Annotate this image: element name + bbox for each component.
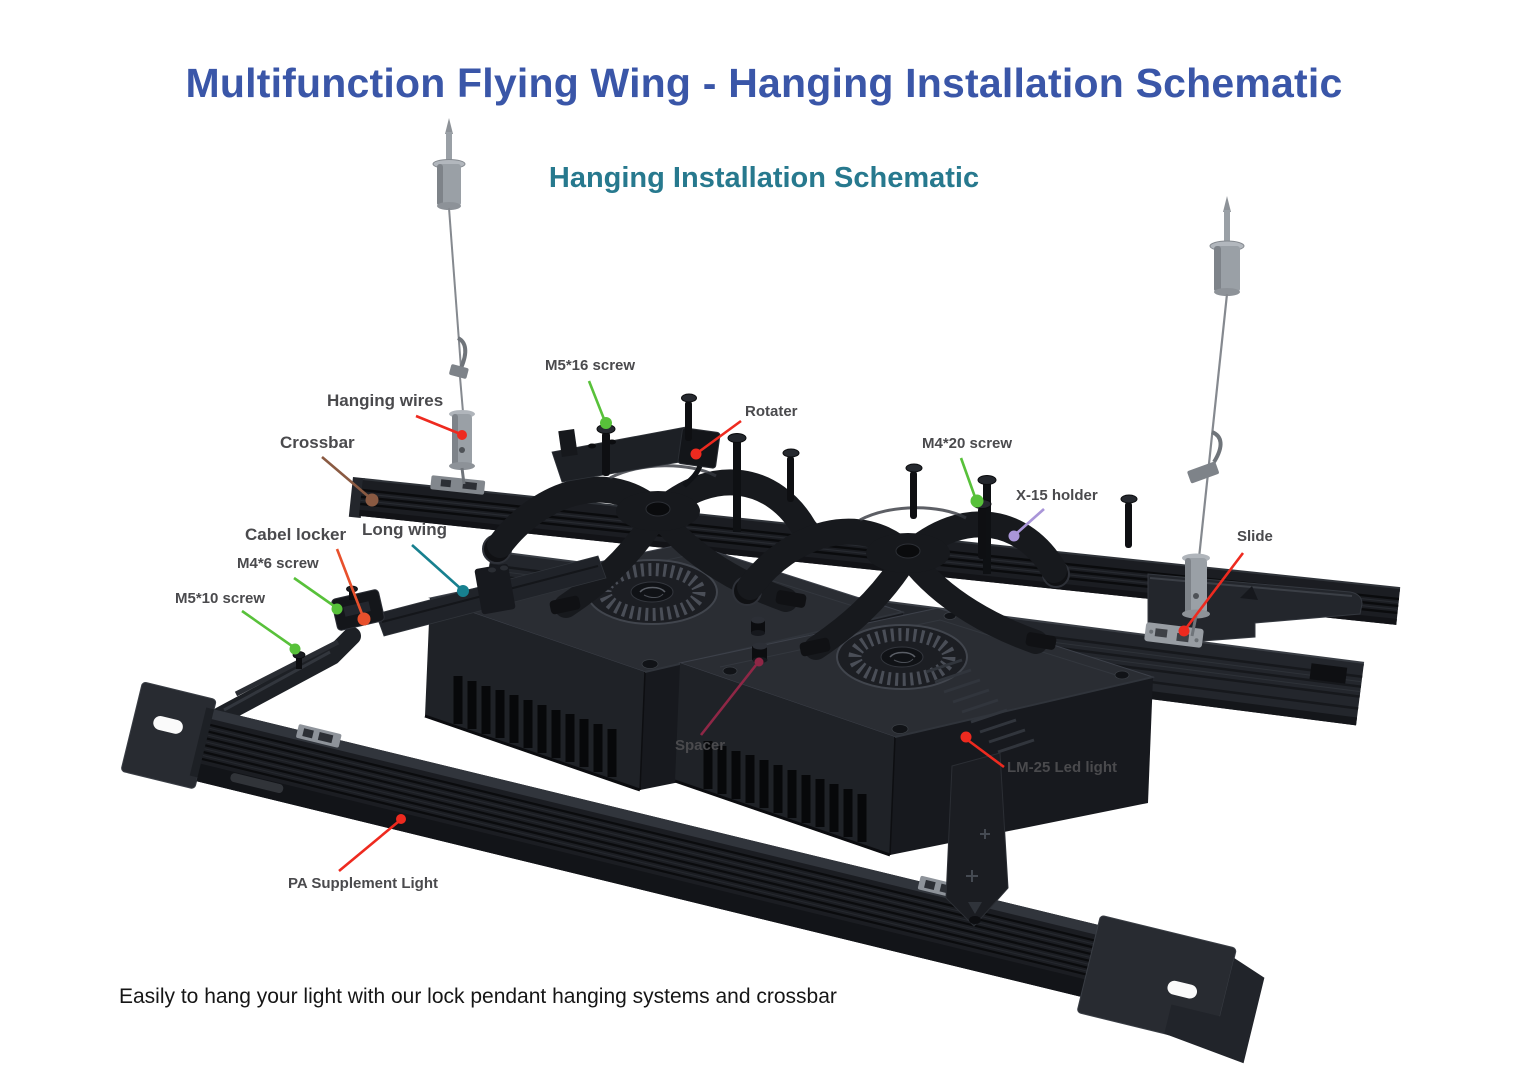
heatsink-fins xyxy=(925,658,1035,754)
callout-spacer: Spacer xyxy=(675,737,726,754)
callout-lines xyxy=(241,380,1245,873)
pa-supplement-bar xyxy=(121,681,1265,1064)
callout-pa-supplement-light: PA Supplement Light xyxy=(288,875,438,892)
leader-long-wing xyxy=(411,544,461,589)
leader-x15-holder xyxy=(1016,508,1045,534)
leader-lm25-led-light xyxy=(968,739,1005,769)
callout-x15-holder: X-15 holder xyxy=(1016,487,1098,504)
callout-m4-6-screw: M4*6 screw xyxy=(237,555,319,572)
callout-hanging-wires: Hanging wires xyxy=(327,391,444,410)
dot-slide xyxy=(1178,625,1190,637)
dot-cabel-locker xyxy=(357,612,371,626)
hanging-wire-right xyxy=(1182,196,1245,637)
dot-crossbar xyxy=(365,493,379,507)
bar-clip-left xyxy=(296,724,342,748)
dot-rotater xyxy=(690,448,702,460)
brand-mark xyxy=(230,773,284,794)
callout-dots xyxy=(289,417,1190,824)
cable-locker-bracket xyxy=(211,555,607,725)
diagram-subtitle: Hanging Installation Schematic xyxy=(548,162,980,194)
callout-lm25-led-light: LM-25 Led light xyxy=(1007,759,1117,776)
dot-m4-6-screw xyxy=(331,603,343,615)
leader-m5-10-screw xyxy=(241,609,293,648)
leader-cabel-locker xyxy=(335,548,364,615)
dot-m4-20-screw xyxy=(970,494,984,508)
callout-cabel-locker: Cabel locker xyxy=(245,525,347,544)
leader-m4-20-screw xyxy=(959,457,977,498)
callout-m4-20-screw: M4*20 screw xyxy=(922,435,1013,452)
dot-lm25-led-light xyxy=(960,731,972,743)
page-caption: Easily to hang your light with our lock … xyxy=(119,985,837,1008)
dot-m5-10-screw xyxy=(289,643,301,655)
callout-slide: Slide xyxy=(1237,528,1273,545)
hanging-wire-left xyxy=(432,118,475,485)
dot-m5-16-screw xyxy=(600,417,612,429)
module-foot xyxy=(945,752,1009,927)
page-title: Multifunction Flying Wing - Hanging Inst… xyxy=(185,60,1343,106)
leader-crossbar xyxy=(321,456,370,498)
dot-x15-holder xyxy=(1008,530,1020,542)
leader-pa-supplement-light xyxy=(338,820,399,873)
spacer-bushings xyxy=(751,616,768,663)
leader-m4-6-screw xyxy=(293,576,335,608)
callout-crossbar: Crossbar xyxy=(280,433,355,452)
dot-pa-supplement-light xyxy=(396,814,406,824)
dot-spacer xyxy=(754,657,764,667)
leader-spacer xyxy=(699,664,758,736)
leader-rotater xyxy=(699,419,742,453)
dot-hanging-wires xyxy=(457,430,467,440)
leader-slide xyxy=(1185,552,1245,628)
dot-long-wing xyxy=(457,585,469,597)
callout-m5-16-screw: M5*16 screw xyxy=(545,357,636,374)
callout-rotater: Rotater xyxy=(745,403,798,420)
leader-hanging-wires xyxy=(415,414,459,435)
callout-long-wing: Long wing xyxy=(362,520,447,539)
leader-m5-16-screw xyxy=(587,380,606,420)
callout-m5-10-screw: M5*10 screw xyxy=(175,590,266,607)
